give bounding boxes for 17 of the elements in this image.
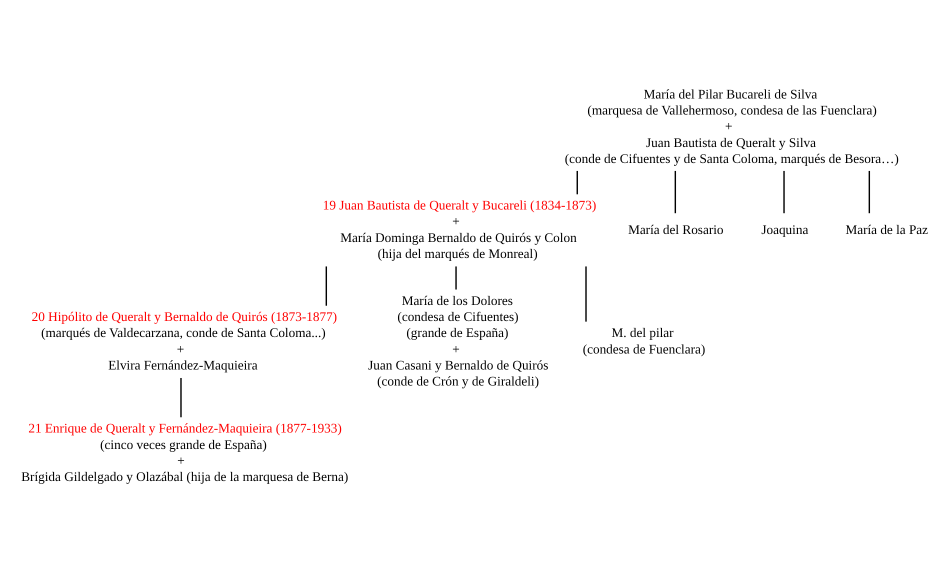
node-text: María de la Paz <box>845 222 928 237</box>
connector <box>783 170 785 213</box>
node-text: Joaquina <box>761 222 808 237</box>
node-text: María del Pilar Bucareli de Silva (marquesa de Vallehermoso, condesa de las Fuenclara) + Juan Bautista de Queralt y Silva (conde de Cifuentes y de Santa Coloma, marqués de Besora…) <box>564 86 899 166</box>
connector <box>455 266 457 290</box>
connector <box>326 266 328 306</box>
connector <box>674 170 676 213</box>
connector <box>180 377 182 417</box>
node-text: 19 Juan Bautista de Queralt y Bucareli (1834-1873) + María Dominga Bernaldo de Quirós y Colon (hija del marqués de Monreal) <box>322 197 596 260</box>
node-text: 20 Hipólito de Queralt y Bernaldo de Quirós (1873-1877) (marqués de Valdecarzana, conde de Santa Coloma...) + Elvira Fernández-Maquieira <box>32 308 338 372</box>
connector <box>585 266 587 322</box>
node-text: María del Rosario <box>628 222 724 237</box>
node-text: M. del pilar (condesa de Fuenclara) <box>582 324 706 356</box>
node-text: María de los Dolores (condesa de Cifuentes) (grande de España) + Juan Casani y Bernaldo de Quirós (conde de Crón y de Giraldeli) <box>368 292 548 388</box>
connector <box>868 170 870 213</box>
node-text: 21 Enrique de Queralt y Fernández-Maquieira (1877-1933) (cinco veces grande de España) + Brígida Gildelgado y Olazábal (hija de la marquesa de Berna) <box>21 420 348 484</box>
connector <box>576 170 578 194</box>
